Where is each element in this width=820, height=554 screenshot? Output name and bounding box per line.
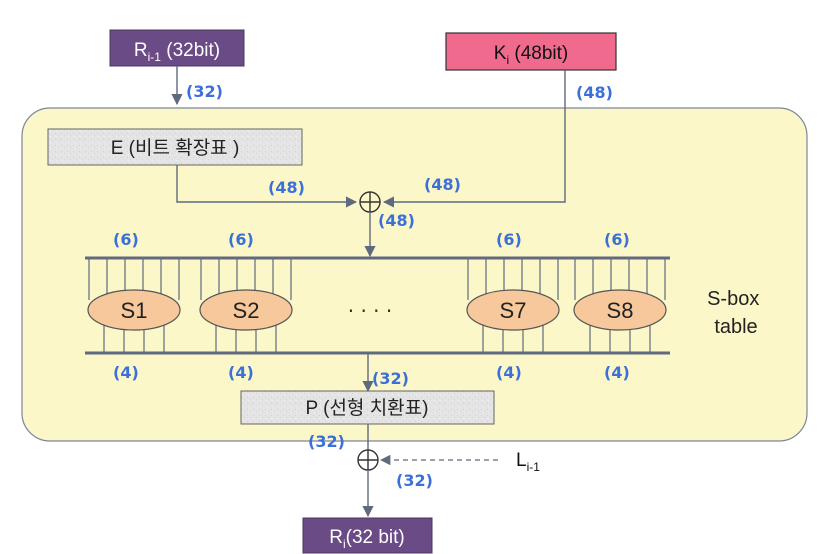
s2-output-width-label: (4) bbox=[228, 363, 254, 382]
k-to-xor-arrow bbox=[382, 70, 566, 208]
s1-input-width-label: (6) bbox=[113, 230, 139, 249]
xor-output-width-label: (48) bbox=[378, 211, 415, 230]
sbox-output-labels: (4) (4) (4) (4) bbox=[113, 363, 630, 382]
sbox-input-labels: (6) (6) (6) (6) bbox=[113, 230, 630, 249]
k-xor-width-label: (48) bbox=[424, 175, 461, 194]
r-input-width-label: (32) bbox=[186, 82, 223, 101]
sbox-table-line1: S-box bbox=[707, 288, 759, 310]
s7-input-width-label: (6) bbox=[496, 230, 522, 249]
sbox-s8: S8 bbox=[573, 289, 667, 331]
sbox-s7-label: S7 bbox=[500, 298, 527, 323]
r-prev-input-box: Ri-1 (32bit) bbox=[109, 29, 245, 67]
k-i-suffix: (48bit) bbox=[509, 43, 568, 64]
svg-text:Ri(32 bit): Ri(32 bit) bbox=[329, 527, 405, 551]
r-prev-suffix: (32bit) bbox=[161, 40, 220, 61]
round-function-panel bbox=[21, 107, 808, 442]
sbox-s2: S2 bbox=[199, 289, 293, 331]
s8-output-width-label: (4) bbox=[604, 363, 630, 382]
k-i-sub: i bbox=[506, 53, 509, 67]
expansion-box: E (비트 확장표 ) bbox=[47, 128, 303, 166]
p-input-width-label: (32) bbox=[372, 369, 409, 388]
p-output-width-label: (32) bbox=[308, 432, 345, 451]
s2-input-width-label: (6) bbox=[228, 230, 254, 249]
r-prev-main: R bbox=[134, 40, 148, 61]
l-prev-main: L bbox=[516, 450, 527, 471]
k-input-width-label: (48) bbox=[576, 83, 613, 102]
e-output-arrow bbox=[176, 165, 358, 208]
s8-input-width-label: (6) bbox=[604, 230, 630, 249]
r-i-main: R bbox=[329, 527, 343, 548]
k-i-main: K bbox=[494, 43, 507, 64]
r-i-sub: i bbox=[343, 537, 346, 551]
sbox-s2-label: S2 bbox=[233, 298, 260, 323]
svg-text:Ki (48bit): Ki (48bit) bbox=[494, 43, 569, 67]
sbox-s1: S1 bbox=[87, 289, 181, 331]
sbox-ellipsis: · · · · bbox=[348, 299, 393, 323]
r-i-output-box: Ri(32 bit) bbox=[302, 517, 433, 554]
expansion-box-label: E (비트 확장표 ) bbox=[111, 137, 240, 159]
xor-operator-1 bbox=[359, 191, 381, 213]
sbox-s1-label: S1 bbox=[121, 298, 148, 323]
sbox-s7: S7 bbox=[466, 289, 560, 331]
sbox-table-line2: table bbox=[714, 316, 757, 338]
sbox-table-label: S-box table bbox=[707, 288, 765, 338]
sbox-s8-label: S8 bbox=[607, 298, 634, 323]
r-prev-sub: i-1 bbox=[148, 50, 162, 64]
svg-text:Ri-1 (32bit): Ri-1 (32bit) bbox=[134, 40, 220, 64]
s7-output-width-label: (4) bbox=[496, 363, 522, 382]
xor-operator-2 bbox=[357, 449, 379, 471]
l-prev-label: Li-1 bbox=[516, 450, 540, 474]
l-prev-sub: i-1 bbox=[527, 460, 541, 474]
permutation-box-label: P (선형 치환표) bbox=[306, 397, 429, 419]
e-output-width-label: (48) bbox=[268, 178, 305, 197]
l-input-width-label: (32) bbox=[396, 471, 433, 490]
k-i-input-box: Ki (48bit) bbox=[445, 32, 617, 71]
s1-output-width-label: (4) bbox=[113, 363, 139, 382]
r-i-suffix: (32 bit) bbox=[346, 527, 405, 548]
permutation-box: P (선형 치환표) bbox=[240, 390, 495, 425]
